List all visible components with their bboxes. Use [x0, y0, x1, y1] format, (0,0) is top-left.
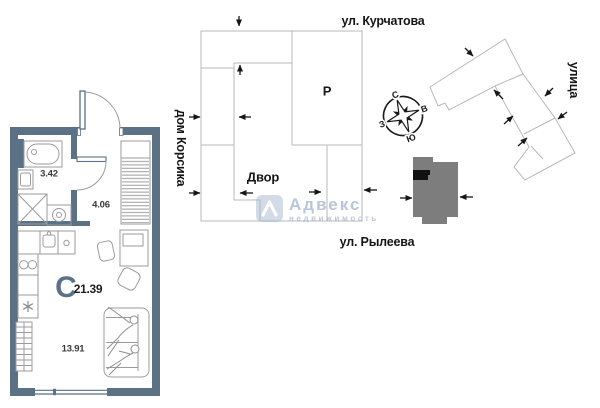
label-total-area: 21.39 — [73, 282, 103, 296]
washing-machine-icon — [46, 204, 72, 226]
snowflake-icon — [22, 301, 34, 312]
label-apartment-type: С — [55, 271, 77, 304]
shower-icon — [17, 193, 48, 225]
watermark-brand: Адвекс — [289, 195, 362, 214]
entry-door-leaf — [79, 90, 86, 130]
wardrobe-icon — [120, 140, 151, 225]
label-street-side: улица — [567, 61, 581, 99]
person-icon — [106, 344, 140, 376]
compass-icon: С В Ю З — [376, 87, 431, 145]
stove-burner-icon — [27, 260, 38, 270]
armchair-icon — [117, 267, 141, 291]
fridge-icon — [17, 294, 39, 319]
label-street-kurchatova: ул. Курчатова — [341, 14, 425, 28]
site-plan: С В Ю З — [189, 16, 576, 224]
stove-burner-icon — [19, 260, 29, 270]
walls — [10, 127, 160, 396]
bathroom-door — [76, 156, 107, 191]
label-parking: Р — [322, 83, 332, 99]
radiator-icon — [15, 321, 33, 372]
watermark-tagline: недвижимость — [289, 214, 379, 223]
window-icon — [35, 388, 107, 396]
label-bathroom-area: 3.42 — [40, 168, 58, 180]
neighbor-block-outline — [200, 30, 363, 222]
watermark-logo-icon — [256, 195, 283, 222]
label-courtyard: Двор — [246, 169, 280, 185]
street-building-outline — [429, 38, 576, 181]
compass-north: С — [391, 89, 401, 101]
sink-icon — [17, 169, 34, 190]
compass-east: В — [420, 103, 430, 115]
chair-icon — [96, 240, 116, 262]
unit-marker — [413, 170, 430, 180]
label-neighbor-house: дом Корсика — [174, 109, 188, 187]
compass-south: Ю — [405, 132, 417, 145]
floor-plan — [10, 90, 160, 396]
door-swing-arc — [83, 91, 121, 129]
kitchen-sink-icon — [42, 234, 56, 248]
subject-building — [413, 157, 458, 224]
label-hallway-area: 4.06 — [92, 199, 110, 211]
sofa-icon — [103, 306, 150, 378]
label-room-area: 13.91 — [61, 343, 85, 355]
desk-shelf-icon — [122, 233, 144, 247]
person-icon — [106, 306, 139, 357]
bathtub-icon — [23, 140, 63, 168]
entrance-arrows — [189, 16, 568, 201]
entry-door — [77, 90, 124, 136]
vent-shaft — [18, 139, 24, 168]
door-swing-arc — [76, 160, 107, 191]
bathroom-door-leaf — [76, 156, 107, 163]
label-street-ryleeva: ул. Рылеева — [339, 235, 415, 249]
watermark: Адвекс недвижимость — [256, 195, 379, 223]
